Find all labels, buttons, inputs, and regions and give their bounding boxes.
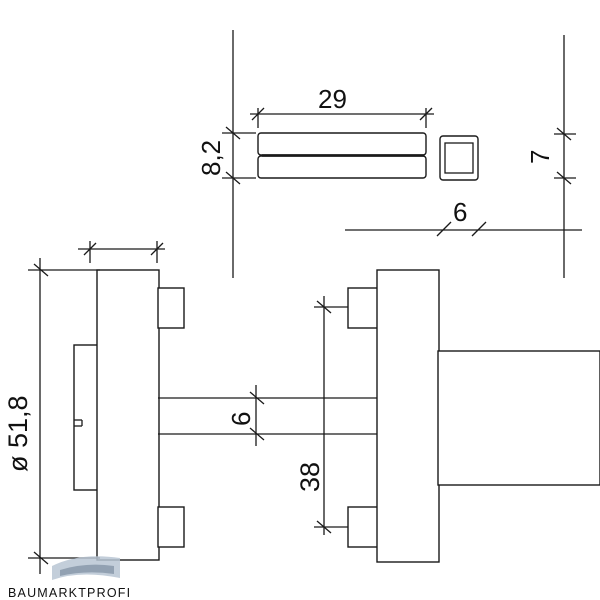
dimension-rose-diameter: ø 51,8 [3, 258, 100, 574]
dimension-square-width: 6 [345, 197, 582, 237]
dimension-8-2-label: 8,2 [196, 140, 226, 176]
dimension-spindle-section: 6 [226, 385, 265, 446]
dimension-6-mid-label: 6 [226, 412, 256, 426]
dimension-rose-thickness [78, 241, 165, 263]
dimension-square-height: 7 [525, 127, 576, 185]
dimension-6-top-label: 6 [453, 197, 467, 227]
spindle-bar-bottom [257, 155, 427, 179]
spindle-detail: 29 8,2 7 6 [196, 30, 582, 278]
spindle-square-section [439, 135, 479, 181]
dimension-spindle-length: 29 [250, 84, 434, 128]
assembly-view: ø 51,8 6 38 [3, 241, 600, 574]
spindle-bar-top [257, 132, 427, 156]
dimension-screw-spacing: 38 [295, 296, 348, 535]
dimension-7-label: 7 [525, 150, 555, 164]
dimension-29-label: 29 [318, 84, 347, 114]
dimension-51-8-label: ø 51,8 [3, 395, 33, 472]
logo-text: BAUMARKTPROFI [8, 586, 131, 600]
dimension-spindle-height: 8,2 [196, 126, 256, 185]
right-rose [347, 269, 600, 563]
left-rose [73, 269, 185, 561]
dimension-38-label: 38 [295, 462, 325, 492]
baumarktprofi-logo: BAUMARKTPROFI [8, 556, 131, 600]
spindle-through [158, 397, 378, 435]
